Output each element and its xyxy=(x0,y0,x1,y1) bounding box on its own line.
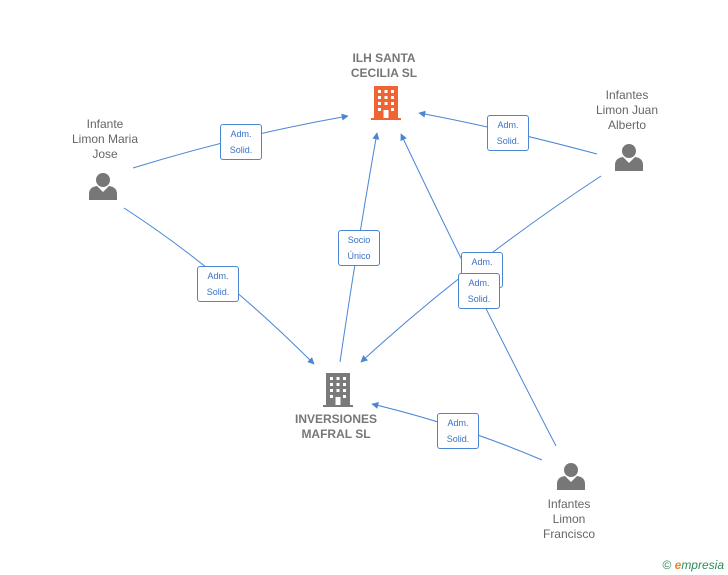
edge-label-maria-to-mafral[interactable]: Adm. Solid. xyxy=(197,266,239,302)
person-icon[interactable] xyxy=(615,144,643,171)
node-label-infante-limon-maria-jose[interactable]: Infante Limon Maria Jose xyxy=(71,117,139,161)
node-label-ilh-santa-cecilia[interactable]: ILH SANTA CECILIA SL xyxy=(350,51,418,80)
empresia-watermark: © empresia xyxy=(662,558,724,572)
copyright-symbol: © xyxy=(662,558,672,572)
brand-logo-e: e xyxy=(674,558,682,572)
building-icon[interactable] xyxy=(371,86,401,120)
node-label-inversiones-mafral[interactable]: INVERSIONES MAFRAL SL xyxy=(294,412,378,441)
person-icon[interactable] xyxy=(89,173,117,200)
building-icon[interactable] xyxy=(323,373,353,407)
edge-label-juan-to-mafral[interactable]: Adm. Solid. xyxy=(458,273,500,309)
edge-label-juan-to-ilh[interactable]: Adm. Solid. xyxy=(487,115,529,151)
person-icon[interactable] xyxy=(557,463,585,490)
edge-label-mafral-to-ilh[interactable]: Socio Único xyxy=(338,230,380,266)
node-label-infantes-limon-francisco[interactable]: Infantes Limon Francisco xyxy=(542,497,595,541)
edges xyxy=(123,110,602,461)
edge-label-maria-to-ilh[interactable]: Adm. Solid. xyxy=(220,124,262,160)
node-label-infantes-limon-juan-alberto[interactable]: Infantes Limon Juan Alberto xyxy=(595,88,659,132)
edge-label-francisco-to-mafral[interactable]: Adm. Solid. xyxy=(437,413,479,449)
brand-logo-text: mpresia xyxy=(681,558,724,572)
